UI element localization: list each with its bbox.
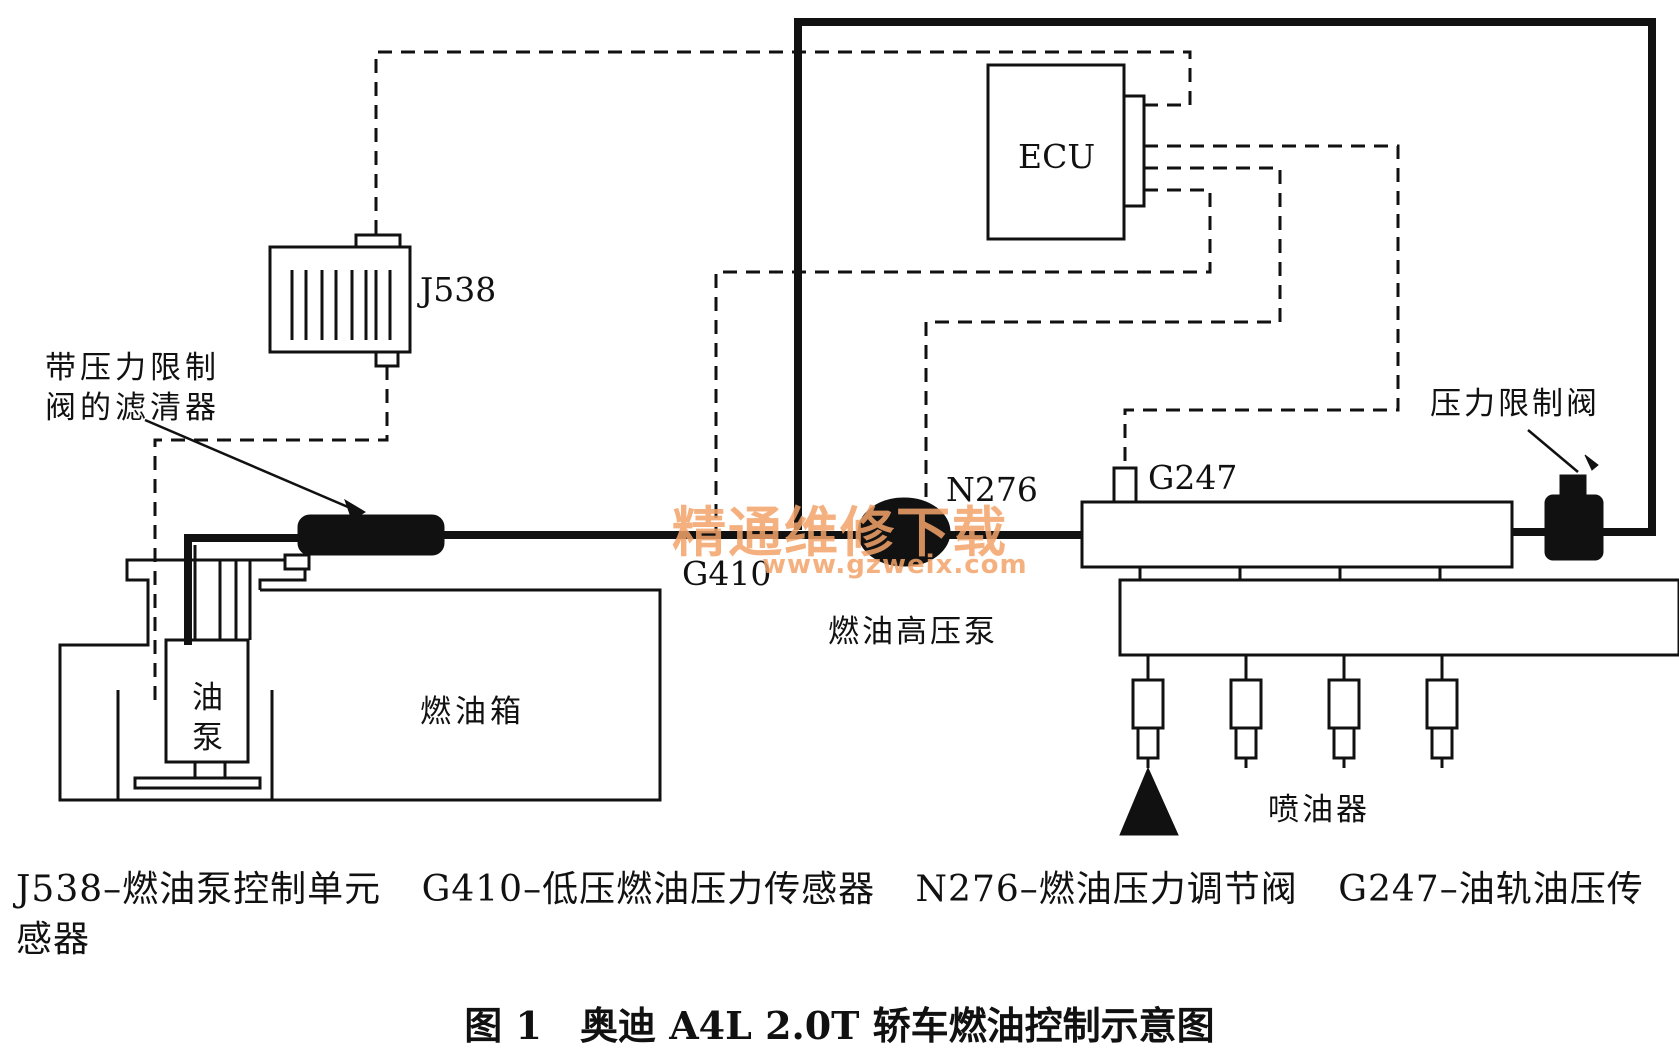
fuel-tank-label: 燃油箱 [420,694,525,730]
fuel-system-diagram [58,18,1679,836]
wire-ecu-g410 [714,188,1212,532]
injector-4 [1425,655,1459,768]
ecu-label: ECU [1018,137,1096,176]
g247-label: G247 [1148,458,1238,497]
wire-ecu-g247 [1123,144,1400,468]
high-pressure-rail [1080,500,1514,569]
fuel-filter [297,514,445,556]
wire-j538-pump [153,366,389,700]
injector-3 [1327,655,1361,768]
g410-label: G410 [682,554,772,593]
fuel-tank [58,558,662,802]
injector-rail [1118,578,1679,657]
filter-pointer-line [144,418,356,512]
fuel-spray [1119,766,1179,836]
filter-label-line2: 阀的滤清器 [45,390,220,426]
legend-item-g247: G247–油轨油压传感器 [16,869,1644,960]
legend-item-n276: N276–燃油压力调节阀 [915,869,1298,910]
watermark-cn: 精通维修下载 [672,501,1008,564]
oil-pump-label-1: 油 [192,680,223,716]
high-pressure-pump [857,497,951,567]
injector-1 [1131,655,1165,768]
oil-pump-label-2: 泵 [192,720,223,756]
n276-label: N276 [946,470,1038,509]
pressure-limit-valve-label: 压力限制阀 [1430,386,1600,422]
injectors-label: 喷油器 [1268,792,1370,828]
watermark-url: www.gzweix.com [762,550,1028,580]
legend: J538–燃油泵控制单元 G410–低压燃油压力传感器 N276–燃油压力调节阀… [16,865,1656,965]
return-fuel-line [794,18,1656,536]
figure-caption: 图 1 奥迪 A4L 2.0T 轿车燃油控制示意图 [464,1003,1215,1048]
filter-label-line1: 带压力限制 [45,350,220,386]
injector-2 [1229,655,1263,768]
tank-feed-line [184,534,300,645]
legend-item-g410: G410–低压燃油压力传感器 [421,869,876,910]
wire-ecu-j538 [374,50,1192,235]
ecu-connector [1122,94,1146,208]
hp-pump-label: 燃油高压泵 [828,614,998,650]
wire-ecu-n276 [924,166,1282,505]
pressure-limit-valve [1544,494,1604,561]
j538-label: J538 [420,270,497,309]
legend-item-j538: J538–燃油泵控制单元 [16,869,382,910]
j538-box [268,245,412,354]
filter-cap [283,553,311,571]
g247-sensor [1112,466,1138,504]
